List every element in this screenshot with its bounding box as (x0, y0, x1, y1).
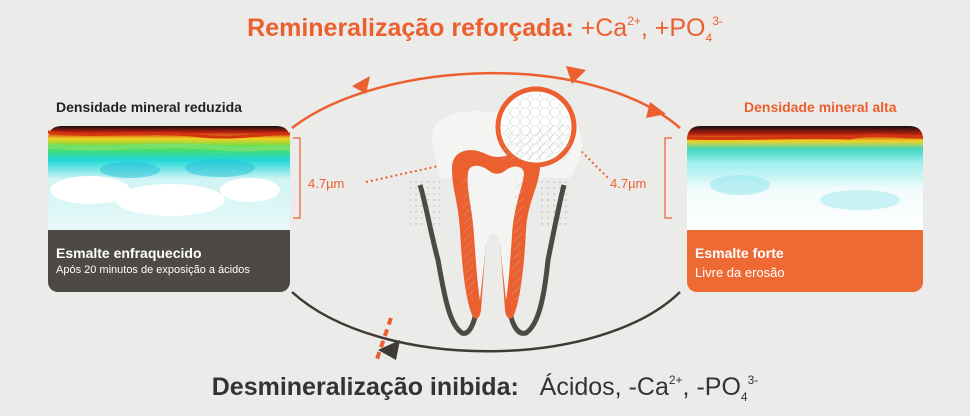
demineralization-title: Desmineralização inibida: Ácidos, -Ca2+,… (0, 373, 970, 402)
strong-enamel-card: Esmalte forte Livre da erosão (687, 230, 923, 292)
left-measurement: 4.7µm (308, 176, 344, 191)
weak-enamel-subtitle: Após 20 minutos de exposição a ácidos (56, 264, 250, 276)
right-bracket (665, 138, 672, 218)
left-enamel-heatmap (48, 126, 290, 232)
right-measurement: 4.7µm (610, 176, 646, 191)
left-panel-heading: Densidade mineral reduzida (56, 99, 242, 115)
right-measure-line (578, 148, 610, 180)
weak-enamel-card: Esmalte enfraquecido Após 20 minutos de … (48, 230, 290, 292)
right-enamel-heatmap (687, 126, 923, 232)
weak-enamel-title: Esmalte enfraquecido (56, 245, 202, 261)
left-bracket (293, 138, 300, 218)
strong-enamel-subtitle: Livre da erosão (695, 265, 785, 280)
tooth-illustration (410, 89, 582, 333)
demineralization-arc (292, 292, 680, 351)
right-panel-heading: Densidade mineral alta (744, 99, 897, 115)
strong-enamel-title: Esmalte forte (695, 245, 784, 261)
remineralization-title: Remineralização reforçada: +Ca2+, +PO43- (0, 14, 970, 43)
